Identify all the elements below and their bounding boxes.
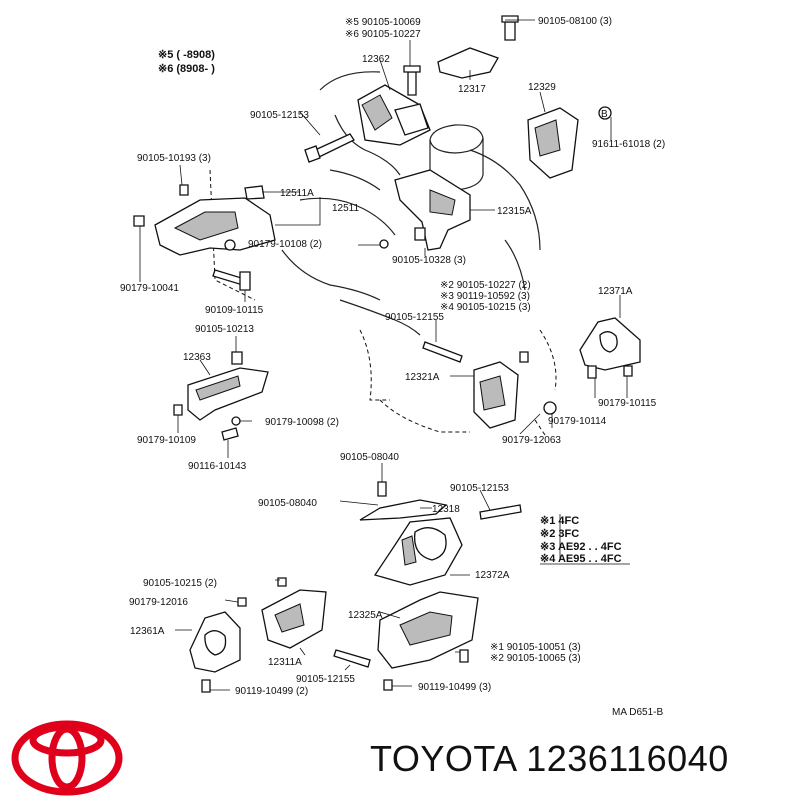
label-90109-10115: 90109-10115 <box>205 305 264 316</box>
label-note-2: ※2 90105-10227 (2) <box>440 280 531 291</box>
label-90105-08040-top: 90105-08040 <box>340 452 399 463</box>
label-note-4: ※4 90105-10215 (3) <box>440 302 531 313</box>
label-90105-10215: 90105-10215 (2) <box>143 578 217 589</box>
bracket-12329 <box>527 106 612 179</box>
label-12372A: 12372A <box>475 570 510 581</box>
bolt-90105-12153-top <box>304 133 355 163</box>
label-90105-12153-low: 90105-12153 <box>450 483 509 494</box>
leader-lines <box>139 19 630 691</box>
label-90105-12153-top: 90105-12153 <box>250 110 309 121</box>
label-12318: 12318 <box>432 504 460 515</box>
label-12363: 12363 <box>183 352 211 363</box>
bracket-12315A <box>394 169 471 251</box>
label-12317: 12317 <box>458 84 486 95</box>
bracket-12325A <box>333 591 479 691</box>
label-90116-10143: 90116-10143 <box>188 461 247 472</box>
label-12329: 12329 <box>528 82 556 93</box>
engine-block-outline <box>209 71 557 436</box>
label-90179-10109: 90179-10109 <box>137 435 196 446</box>
label-note-4-ae95: ※4 AE95 . . 4FC <box>540 553 622 565</box>
toyota-logo <box>11 720 123 796</box>
label-date-note-5: ※5 ( -8908) <box>158 49 215 61</box>
label-90179-10115: 90179-10115 <box>598 398 657 409</box>
mount-12371A <box>579 317 641 379</box>
label-12311A: 12311A <box>268 657 302 668</box>
label-note-2-bolt: ※2 90105-10065 (3) <box>490 653 581 664</box>
mount-12372A <box>359 481 522 586</box>
label-date-note-6: ※6 (8908- ) <box>158 63 215 75</box>
label-12361A: 12361A <box>130 626 165 637</box>
bracket-12511 <box>133 184 389 291</box>
label-note-1-bolt: ※1 90105-10051 (3) <box>490 642 581 653</box>
label-note-5: ※5 90105-10069 <box>345 17 421 28</box>
bracket-12363 <box>173 351 269 441</box>
bracket-12317 <box>437 15 519 79</box>
mount-12361A <box>189 577 327 693</box>
label-90105-10328: 90105-10328 (3) <box>392 255 466 266</box>
label-91611-61018: 91611-61018 (2) <box>592 139 665 150</box>
label-90105-08100: 90105-08100 (3) <box>538 16 612 27</box>
label-12325A: 12325A <box>348 610 383 621</box>
label-90179-12063: 90179-12063 <box>502 435 561 446</box>
label-90119-10499-left: 90119-10499 (2) <box>235 686 308 697</box>
brand-part-number: TOYOTA 1236116040 <box>370 738 729 779</box>
label-90105-12155-low: 90105-12155 <box>296 674 355 685</box>
label-90105-08040-left: 90105-08040 <box>258 498 317 509</box>
label-90105-10213: 90105-10213 <box>195 324 254 335</box>
label-note-6: ※6 90105-10227 <box>345 29 421 40</box>
label-12321A: 12321A <box>405 372 440 383</box>
label-note-1-4fc: ※1 4FC <box>540 515 579 527</box>
label-90105-10193: 90105-10193 (3) <box>137 153 211 164</box>
label-note-3: ※3 90119-10592 (3) <box>440 291 530 302</box>
part-labels: ※5 90105-10069 ※6 90105-10227 90105-0810… <box>120 16 665 718</box>
label-12511: 12511 <box>332 203 360 214</box>
label-12511A: 12511A <box>280 188 314 199</box>
label-note-2-3fc: ※2 3FC <box>540 528 579 540</box>
label-12362: 12362 <box>362 54 390 65</box>
label-b: B <box>601 109 608 120</box>
label-90119-10499-right: 90119-10499 (3) <box>418 682 491 693</box>
mount-12362 <box>357 65 431 146</box>
label-12371A: 12371A <box>598 286 633 297</box>
bracket-12321A <box>422 341 557 429</box>
label-diagram-code: MA D651-B <box>612 707 663 718</box>
label-note-3-ae92: ※3 AE92 . . 4FC <box>540 541 622 553</box>
label-90179-10114: 90179-10114 <box>548 416 607 427</box>
label-90105-12155-mid: 90105-12155 <box>385 312 444 323</box>
label-12315A: 12315A <box>497 206 532 217</box>
label-90179-10108: 90179-10108 (2) <box>248 239 322 250</box>
label-90179-10041: 90179-10041 <box>120 283 179 294</box>
label-90179-12016: 90179-12016 <box>129 597 188 608</box>
label-90179-10098: 90179-10098 (2) <box>265 417 339 428</box>
